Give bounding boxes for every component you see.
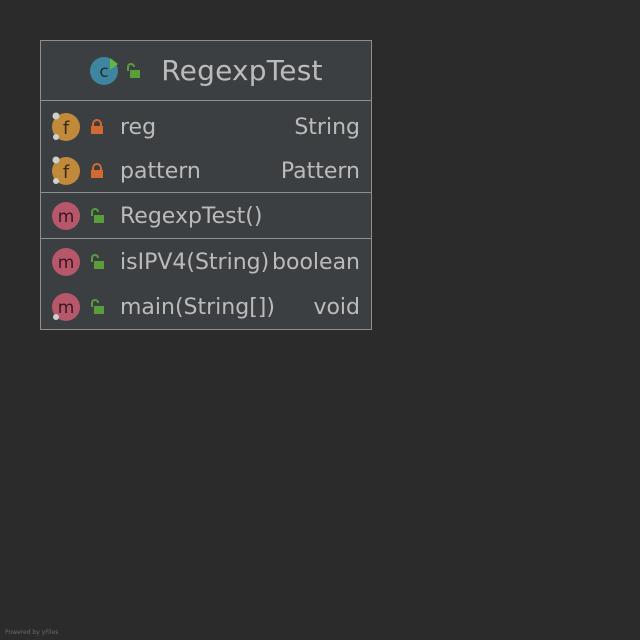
- fields-section: f reg String f pattern Patte: [41, 101, 371, 193]
- field-icon: f: [52, 156, 80, 185]
- field-name: pattern: [120, 158, 201, 184]
- field-icon: f: [52, 112, 80, 141]
- field-type: String: [294, 114, 360, 140]
- field-name: reg: [120, 114, 157, 140]
- svg-text:m: m: [58, 253, 75, 273]
- unlocked-padlock-icon: [127, 62, 141, 78]
- methods-section: m isIPV4(String) boolean m main(String[]…: [41, 239, 371, 329]
- svg-text:m: m: [58, 207, 75, 227]
- field-type: Pattern: [280, 158, 360, 184]
- class-name: RegexpTest: [161, 54, 323, 87]
- method-return-type: void: [313, 294, 360, 320]
- constructor-name: RegexpTest(): [120, 203, 263, 229]
- constructor-row[interactable]: m RegexpTest(): [41, 193, 371, 239]
- field-row[interactable]: f reg String: [41, 105, 371, 149]
- unlocked-padlock-icon: [91, 299, 104, 314]
- svg-text:f: f: [63, 162, 70, 183]
- svg-text:m: m: [58, 298, 75, 318]
- class-header: c RegexpTest: [41, 41, 371, 101]
- class-header-icons: c: [89, 56, 141, 86]
- constructors-section: m RegexpTest(): [41, 193, 371, 239]
- method-icon: m: [52, 202, 80, 230]
- class-icon: c: [90, 56, 119, 85]
- svg-text:c: c: [100, 62, 109, 82]
- method-row[interactable]: m main(String[]) void: [41, 285, 371, 329]
- field-row[interactable]: f pattern Pattern: [41, 149, 371, 193]
- svg-text:f: f: [63, 118, 70, 139]
- method-icon: m: [52, 248, 80, 276]
- unlocked-padlock-icon: [91, 208, 104, 223]
- locked-padlock-icon: [91, 119, 103, 134]
- uml-class-node[interactable]: c RegexpTest f reg String: [40, 40, 372, 330]
- method-row[interactable]: m isIPV4(String) boolean: [41, 239, 371, 285]
- method-name: main(String[]): [120, 294, 275, 320]
- locked-padlock-icon: [91, 163, 103, 178]
- method-return-type: boolean: [272, 249, 360, 275]
- static-method-icon: m: [52, 293, 80, 321]
- unlocked-padlock-icon: [91, 254, 104, 269]
- powered-by-credit: Powered by yFiles: [5, 629, 59, 636]
- method-name: isIPV4(String): [120, 249, 270, 275]
